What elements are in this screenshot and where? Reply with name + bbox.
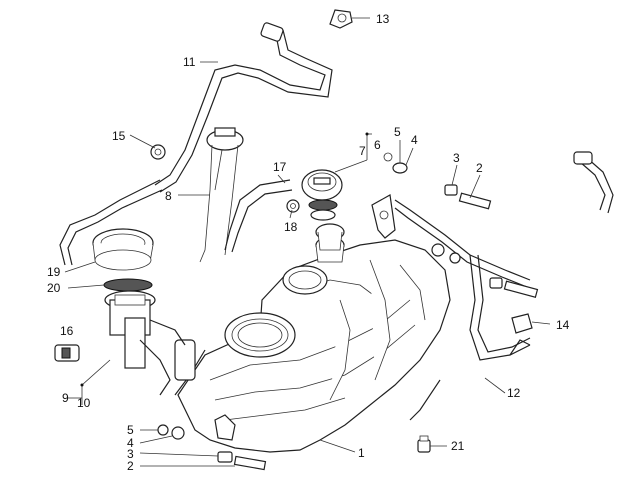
- hose-clip-13: [329, 9, 353, 29]
- drain-plug: [417, 435, 431, 453]
- leader-lines: [64, 17, 551, 467]
- callout-2-lower: 2: [127, 459, 134, 473]
- rubber-block-14: [511, 313, 533, 334]
- grouping-dots: [80, 132, 369, 387]
- callout-13: 13: [376, 12, 390, 26]
- callout-3-lower: 3: [127, 447, 134, 461]
- callout-1: 1: [358, 446, 365, 460]
- fuel-level-sender: [199, 127, 244, 263]
- fuel-tank: [177, 194, 451, 453]
- pump-gasket: [103, 278, 153, 292]
- callout-5-lower: 5: [127, 423, 134, 437]
- callouts: 13 11 15 8 17 18 5 4 7 6 3 2 19 20 16 9 …: [47, 12, 570, 473]
- callout-14: 14: [556, 318, 570, 332]
- callout-21: 21: [451, 439, 465, 453]
- callout-20: 20: [47, 281, 61, 295]
- callout-17: 17: [273, 160, 287, 174]
- callout-15: 15: [112, 129, 126, 143]
- fuel-pump: [104, 290, 196, 396]
- callout-16: 16: [60, 324, 74, 338]
- callout-10: 10: [77, 396, 91, 410]
- fittings-lower-left: [157, 424, 267, 471]
- hose-clip-18: [286, 199, 300, 213]
- callout-5-upper: 5: [394, 125, 401, 139]
- callout-11: 11: [183, 55, 196, 69]
- callout-18: 18: [284, 220, 298, 234]
- callout-12: 12: [507, 386, 521, 400]
- callout-8: 8: [165, 189, 172, 203]
- vent-hose: [59, 22, 333, 266]
- fuel-cap: [301, 169, 343, 221]
- return-hose: [573, 151, 614, 214]
- callout-3-upper: 3: [453, 151, 460, 165]
- callout-9: 9: [62, 391, 69, 405]
- callout-19: 19: [47, 265, 61, 279]
- protective-cap-16: [54, 344, 80, 362]
- callout-2-upper: 2: [476, 161, 483, 175]
- filler-neck: [315, 223, 345, 251]
- callout-6: 6: [374, 138, 381, 152]
- callout-4-upper: 4: [411, 133, 418, 147]
- breather-hose: [224, 179, 293, 253]
- callout-4-lower: 4: [127, 436, 134, 450]
- fittings-upper-right: [383, 152, 539, 298]
- pump-locking-ring: [92, 228, 154, 271]
- callout-7: 7: [359, 144, 366, 158]
- hose-clip-15: [150, 144, 166, 160]
